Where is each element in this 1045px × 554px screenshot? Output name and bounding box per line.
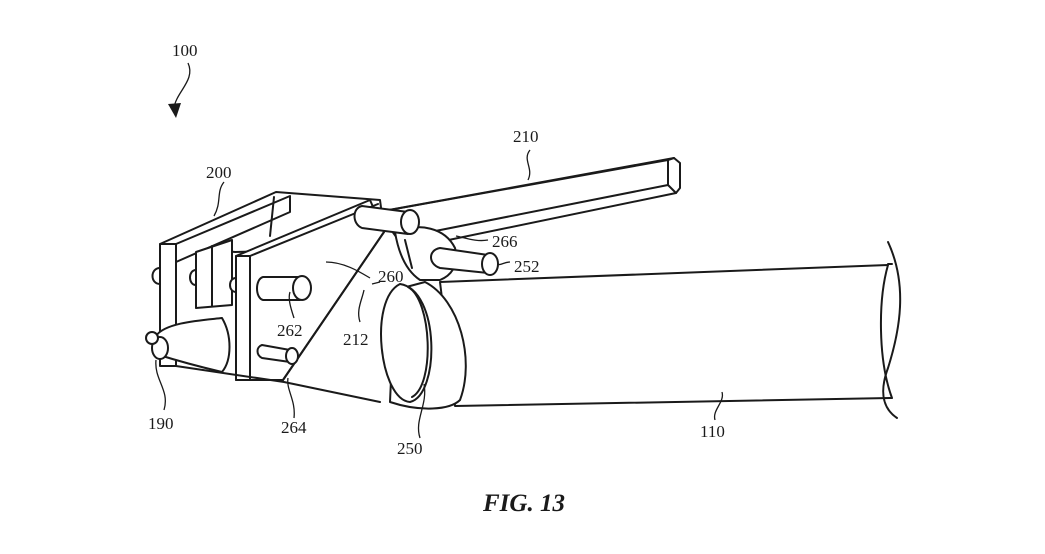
label-212: 212 bbox=[343, 330, 369, 349]
collar-250 bbox=[380, 281, 467, 410]
label-252: 252 bbox=[514, 257, 540, 276]
pin-264 bbox=[256, 344, 299, 365]
pin-252 bbox=[430, 247, 499, 276]
label-250: 250 bbox=[397, 439, 423, 458]
label-190: 190 bbox=[148, 414, 174, 433]
label-110: 110 bbox=[700, 422, 725, 441]
side-nubs bbox=[151, 267, 237, 293]
figure-caption: FIG. 13 bbox=[482, 490, 565, 517]
tube-110 bbox=[439, 241, 902, 419]
label-200: 200 bbox=[206, 163, 232, 182]
pivot-pin-upper bbox=[353, 205, 420, 235]
label-260: 260 bbox=[378, 267, 404, 286]
leader-lines bbox=[155, 149, 724, 439]
tip-190 bbox=[145, 317, 381, 403]
label-264: 264 bbox=[281, 418, 307, 437]
label-100: 100 bbox=[172, 41, 198, 60]
label-210: 210 bbox=[513, 127, 539, 146]
pin-262 bbox=[256, 275, 312, 301]
overall-reference-arrow bbox=[168, 62, 191, 118]
label-266: 266 bbox=[492, 232, 518, 251]
label-262: 262 bbox=[277, 321, 303, 340]
